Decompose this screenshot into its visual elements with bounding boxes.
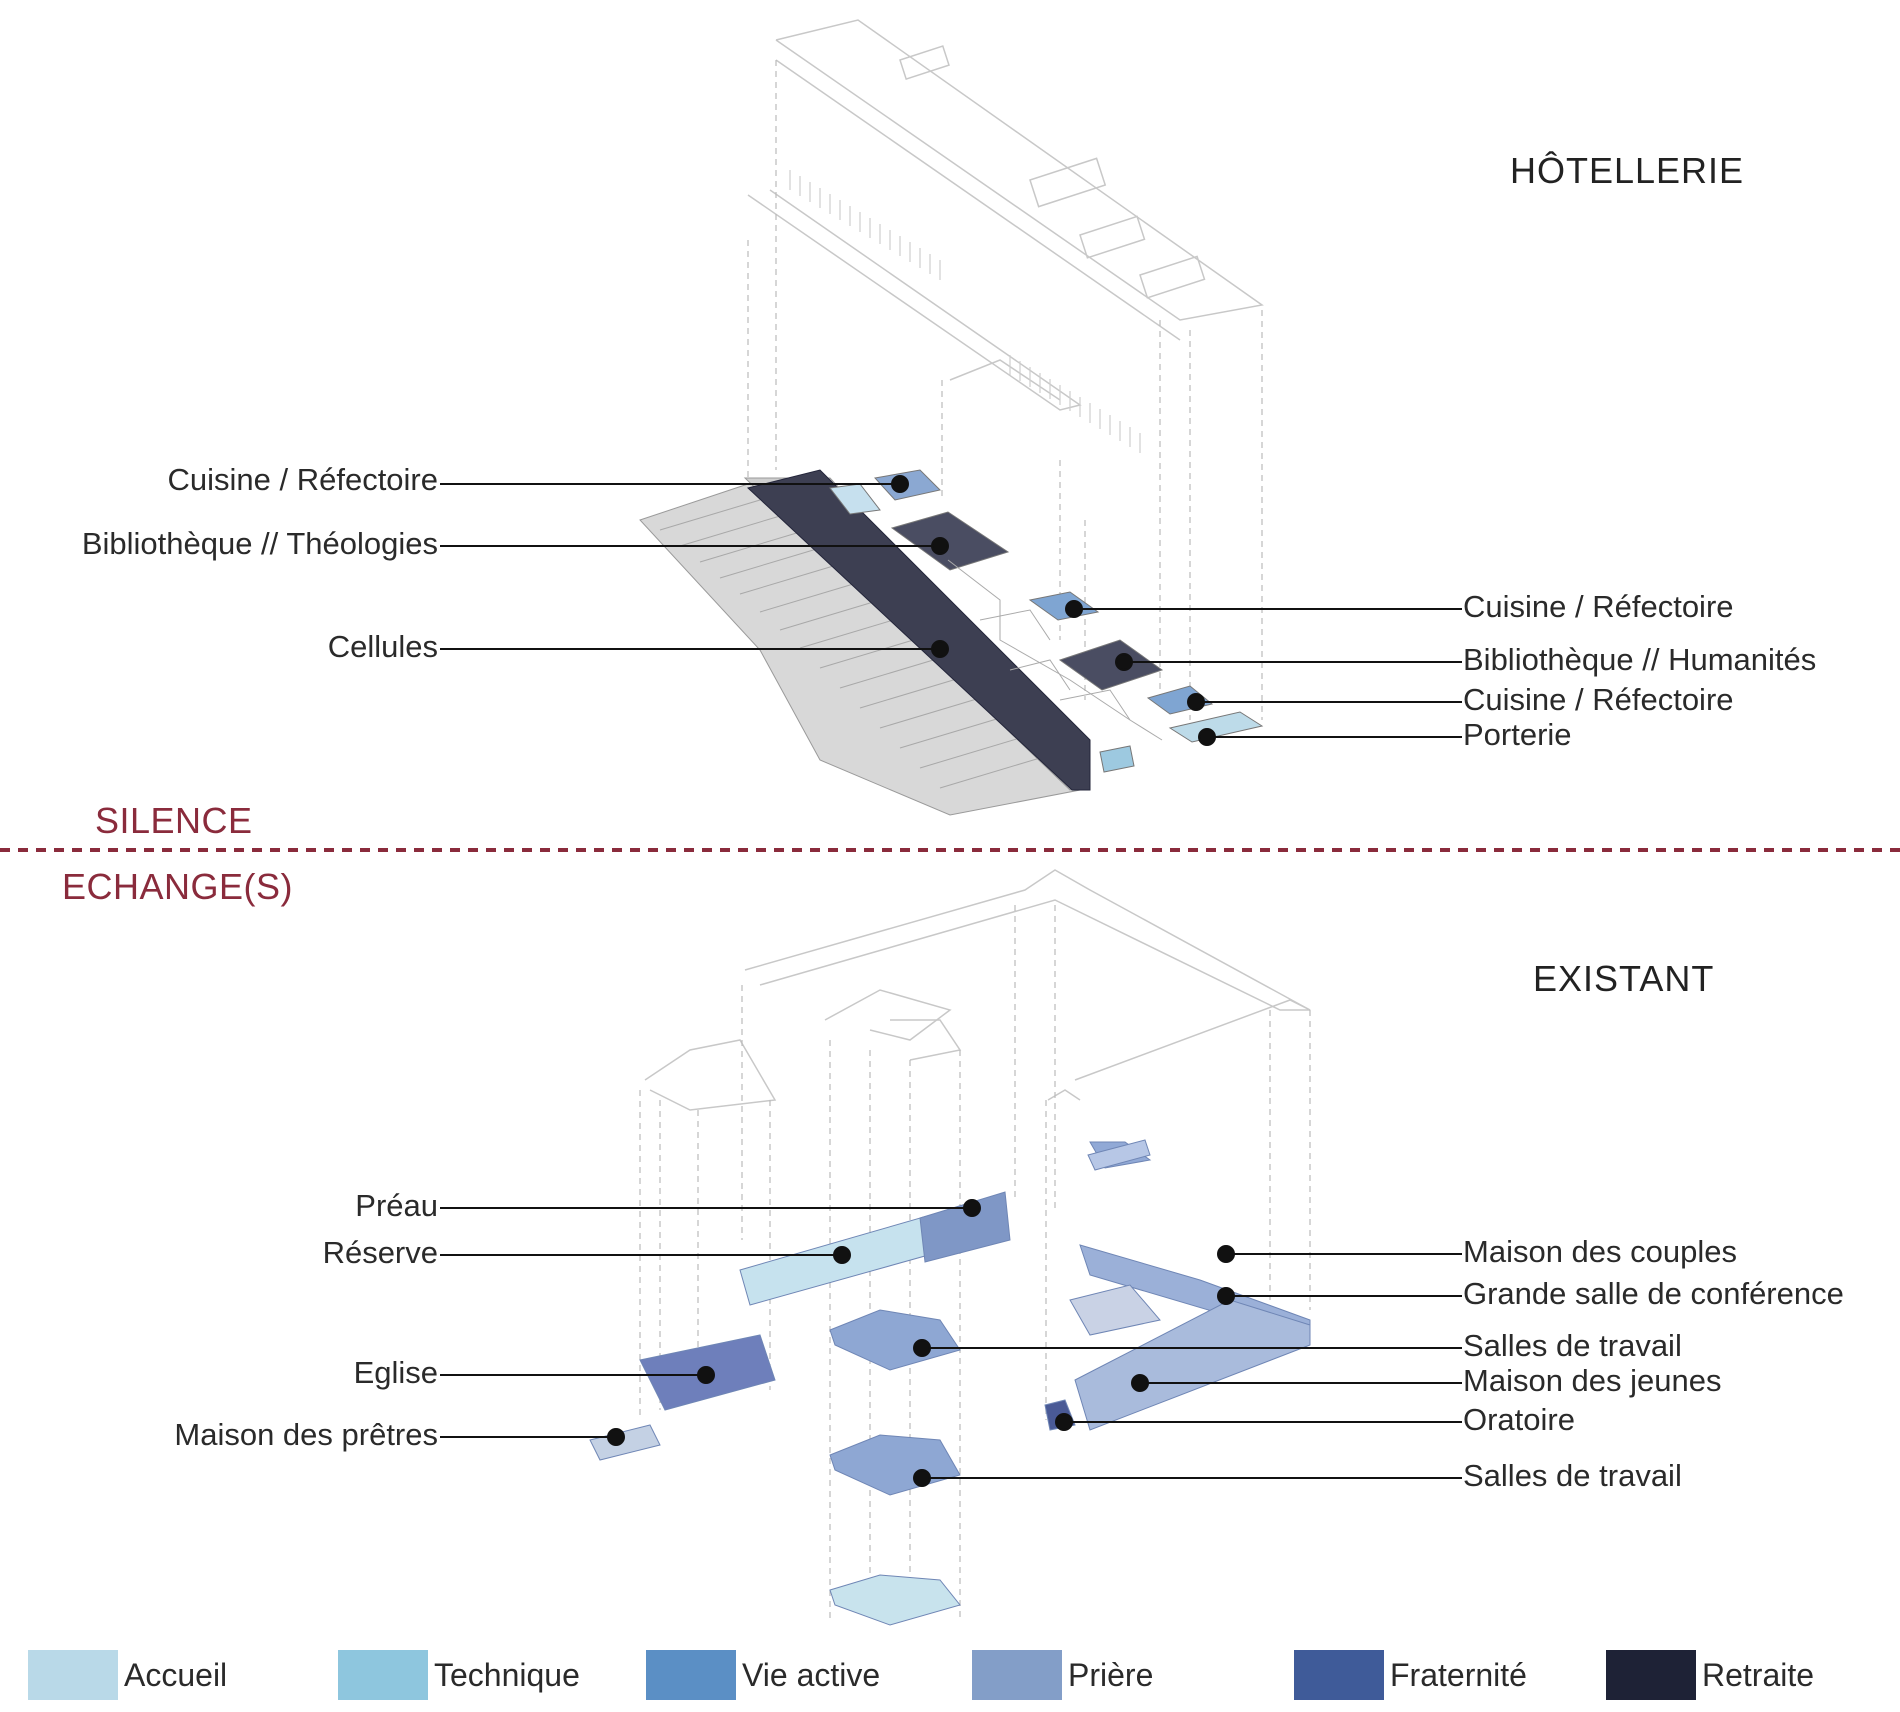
label-grande-salle-conference: Grande salle de conférence: [1463, 1276, 1844, 1311]
top-leaders: [440, 475, 1462, 746]
legend-swatch-fraternite: [1294, 1650, 1384, 1700]
legend-item-technique: Technique: [338, 1650, 580, 1700]
hotellerie-rooms: [829, 469, 1264, 773]
legend-label-technique: Technique: [434, 1656, 580, 1693]
cellules-hatch: [659, 499, 1041, 789]
label-bibliotheque-theologies: Bibliothèque // Théologies: [81, 526, 438, 561]
label-salles-de-travail-2: Salles de travail: [1463, 1458, 1682, 1493]
legend-item-fraternite: Fraternité: [1294, 1650, 1527, 1700]
label-cellules: Cellules: [327, 629, 438, 664]
label-eglise: Eglise: [353, 1355, 438, 1390]
hotellerie-title: HÔTELLERIE: [1510, 150, 1745, 191]
echange-label: ECHANGE(S): [62, 866, 294, 907]
label-bibliotheque-humanites: Bibliothèque // Humanités: [1463, 642, 1817, 677]
silence-label: SILENCE: [95, 800, 253, 841]
label-cuisine-refectoire-top-right-2: Cuisine / Réfectoire: [1463, 682, 1734, 717]
legend-label-accueil: Accueil: [124, 1656, 228, 1693]
legend-swatch-retraite: [1606, 1650, 1696, 1700]
retraite-band: [746, 469, 1091, 791]
legend-item-accueil: Accueil: [28, 1650, 227, 1700]
label-salles-de-travail-1: Salles de travail: [1463, 1328, 1682, 1363]
legend-swatch-vie-active: [646, 1650, 736, 1700]
label-maison-des-pretres: Maison des prêtres: [174, 1417, 438, 1452]
legend-label-priere: Prière: [1068, 1656, 1154, 1693]
legend-item-retraite: Retraite: [1606, 1650, 1814, 1700]
existant-dashed-verticals: [639, 905, 1311, 1620]
bottom-leaders: [440, 1199, 1462, 1487]
label-preau: Préau: [355, 1188, 438, 1223]
label-maison-des-jeunes: Maison des jeunes: [1463, 1363, 1722, 1398]
hotellerie-cloister-outline: [947, 559, 1163, 741]
label-cuisine-refectoire-top-right-1: Cuisine / Réfectoire: [1463, 589, 1734, 624]
label-oratoire: Oratoire: [1463, 1402, 1575, 1437]
legend-item-priere: Prière: [972, 1650, 1153, 1700]
legend-swatch-technique: [338, 1650, 428, 1700]
existant-roofs: [644, 869, 1311, 1111]
legend-label-retraite: Retraite: [1702, 1656, 1815, 1693]
hotellerie-upper-outline: [747, 19, 1264, 411]
legend-swatch-accueil: [28, 1650, 118, 1700]
label-porterie: Porterie: [1463, 717, 1572, 752]
legend-swatch-priere: [972, 1650, 1062, 1700]
existant-title: EXISTANT: [1533, 958, 1715, 999]
legend-label-vie-active: Vie active: [742, 1656, 881, 1693]
label-maison-des-couples: Maison des couples: [1463, 1234, 1737, 1269]
label-cuisine-refectoire-top-left: Cuisine / Réfectoire: [167, 462, 438, 497]
legend-label-fraternite: Fraternité: [1390, 1656, 1527, 1693]
hotellerie-upper-hatching: [789, 170, 1141, 453]
label-reserve: Réserve: [322, 1235, 438, 1270]
legend-item-vie-active: Vie active: [646, 1650, 880, 1700]
